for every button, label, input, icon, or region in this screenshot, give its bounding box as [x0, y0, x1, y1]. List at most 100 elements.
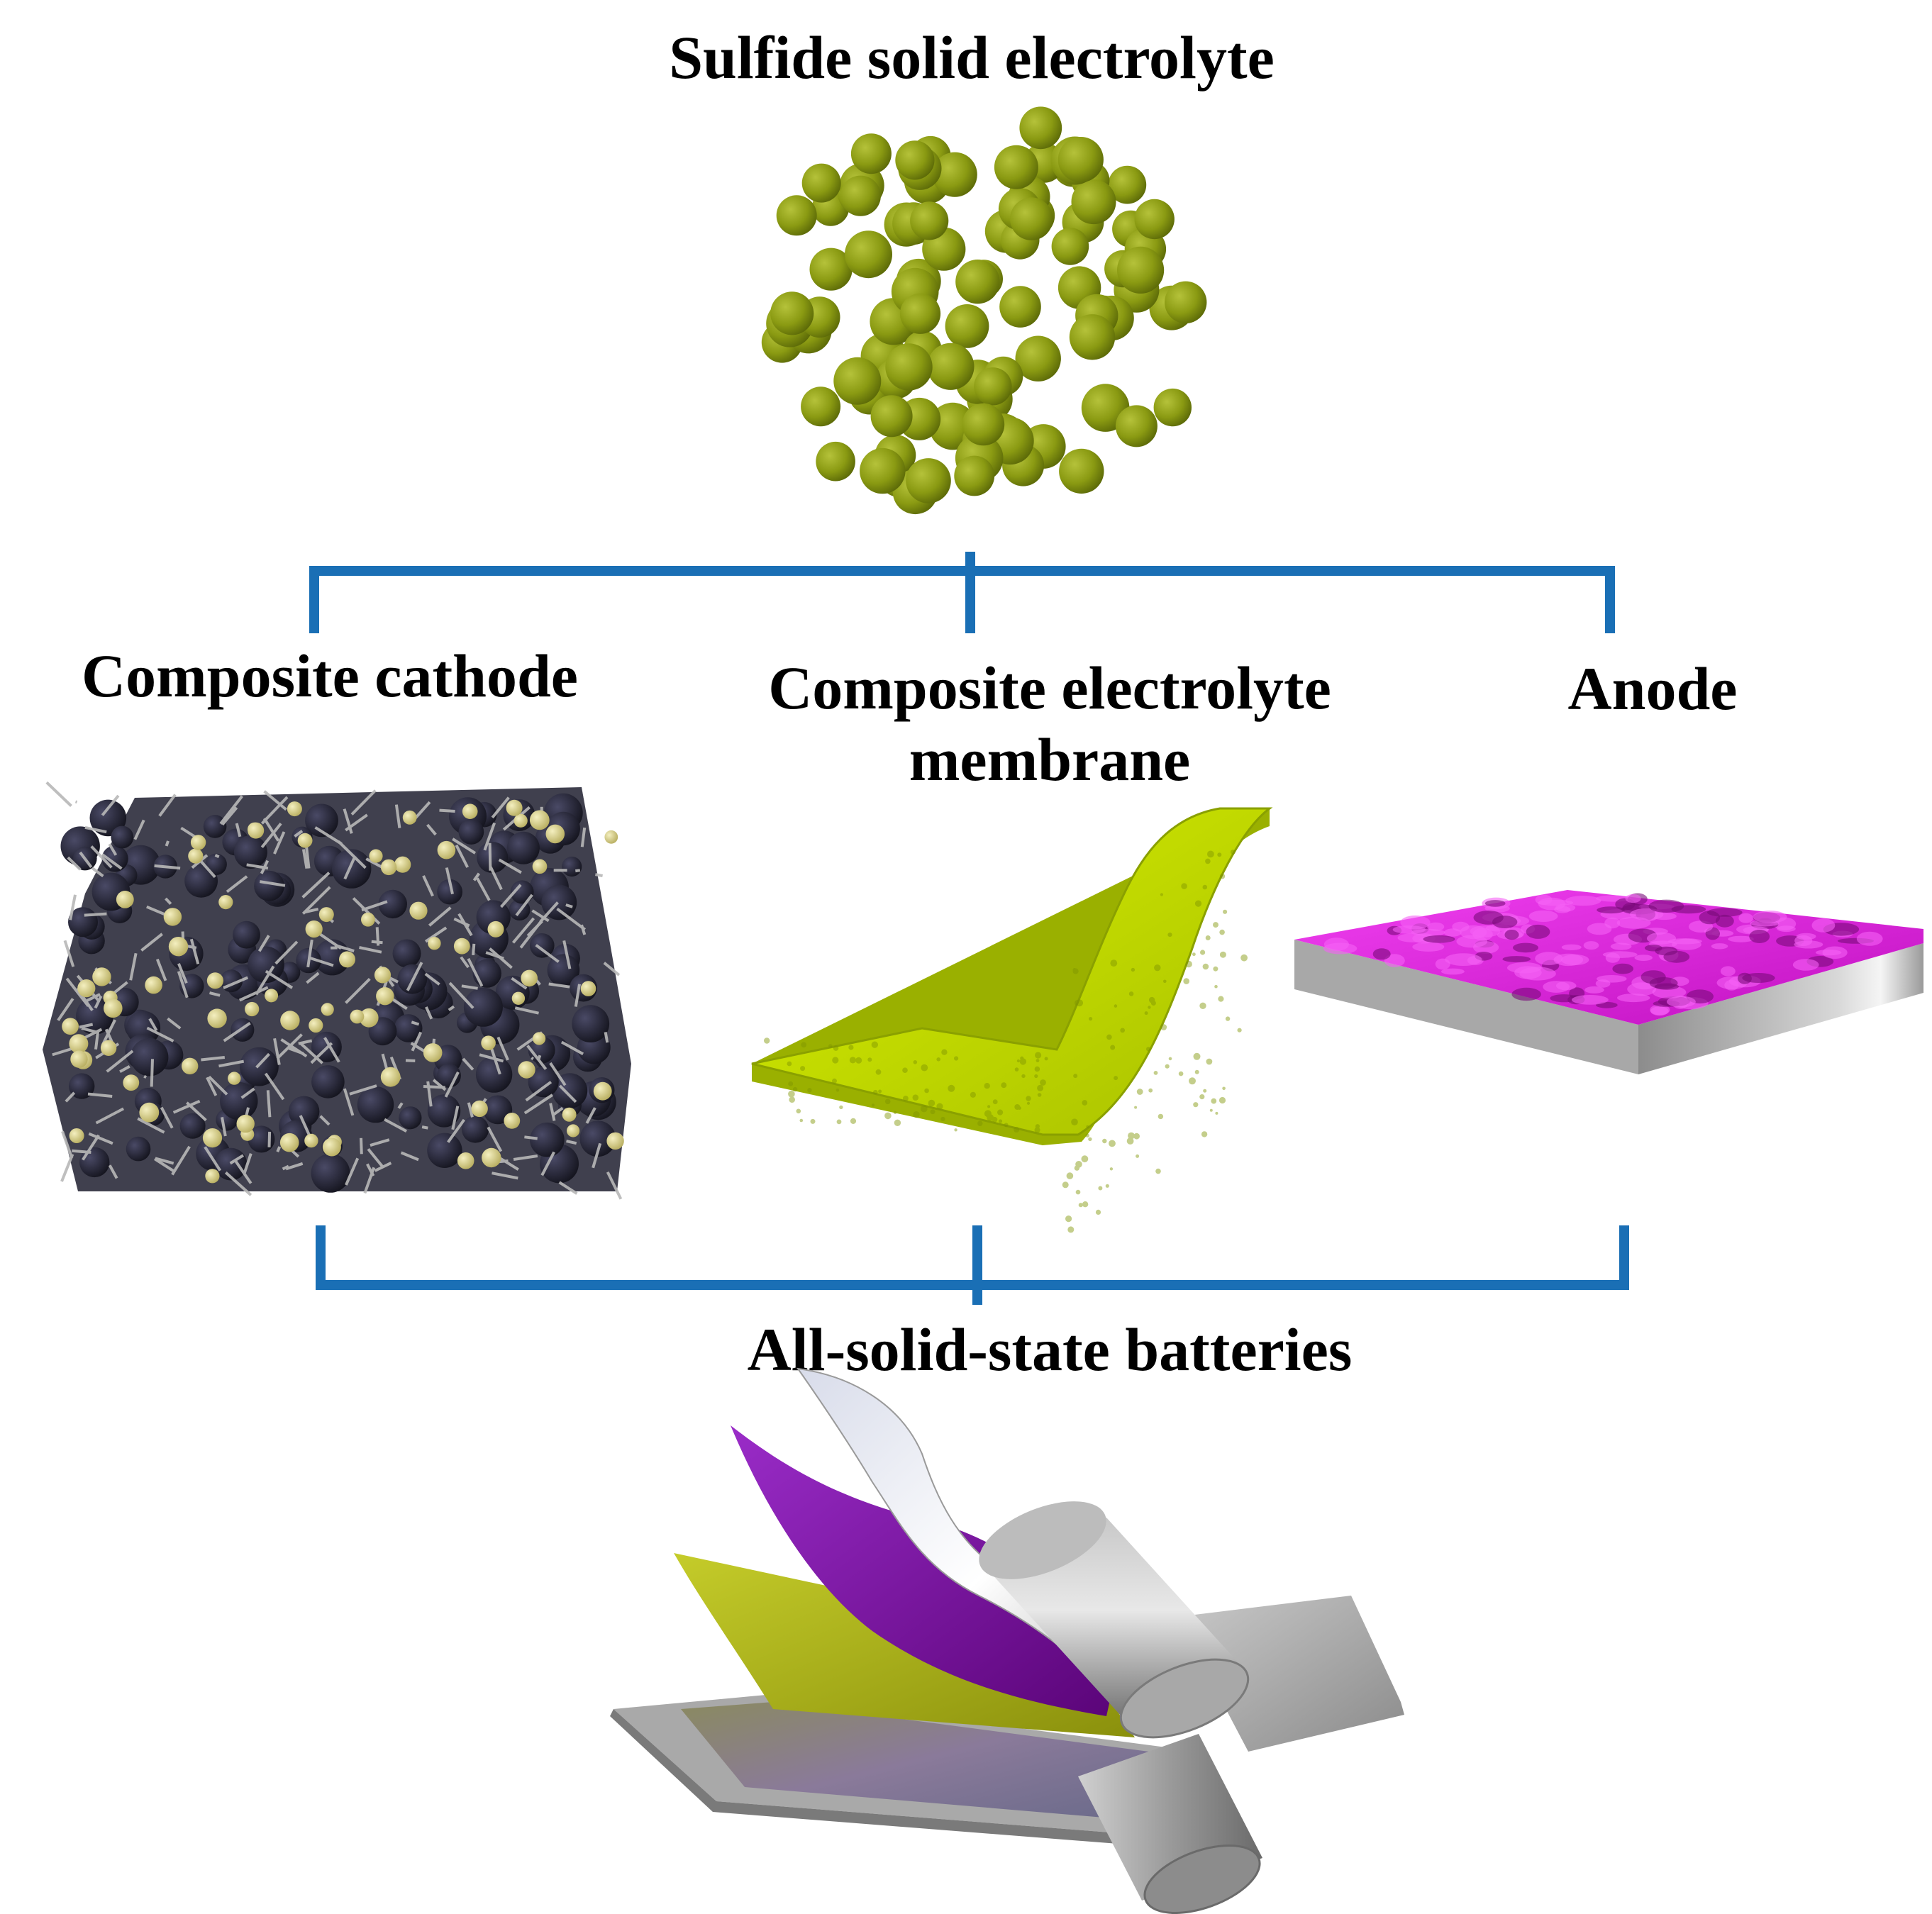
electrolyte-particle: [954, 455, 995, 496]
binder-strand: [94, 1031, 99, 1050]
membrane-texture-dot: [839, 1105, 843, 1110]
binder-strand: [155, 1157, 174, 1165]
membrane-texture-dot: [977, 1120, 983, 1127]
cathode-electrolyte-particle: [280, 1011, 300, 1030]
binder-strand: [265, 969, 294, 989]
binder-strand: [426, 823, 437, 836]
membrane-texture-dot: [1148, 996, 1155, 1003]
binder-strand: [208, 1075, 228, 1096]
binder-strand: [219, 795, 243, 825]
binder-strand: [489, 1045, 501, 1075]
membrane-texture-dot: [1150, 1001, 1156, 1006]
anode-surface-bump: [1392, 925, 1426, 934]
membrane-texture-dot: [788, 1081, 794, 1086]
binder-strand: [65, 977, 90, 1008]
binder-strand: [397, 1102, 404, 1109]
binder-strand: [367, 1147, 385, 1169]
binder-strand: [133, 819, 145, 840]
membrane-texture-dot: [1098, 1186, 1103, 1191]
membrane-texture-dot: [810, 1118, 816, 1124]
electrolyte-particle: [962, 403, 1005, 446]
membrane-texture-dot: [1114, 1004, 1118, 1008]
membrane-texture-dot: [1035, 1124, 1040, 1129]
binder-strand: [108, 843, 118, 856]
binder-strand: [472, 872, 481, 881]
binder-strand: [461, 984, 478, 990]
membrane-texture-dot: [1026, 1101, 1031, 1105]
cathode-electrolyte-particle: [521, 969, 538, 987]
membrane-texture-dot: [835, 1089, 840, 1092]
anode-surface-bump: [1519, 967, 1556, 981]
cathode-electrolyte-particle: [182, 1057, 199, 1075]
top-bracket: [309, 552, 1615, 633]
binder-strand: [224, 1171, 252, 1196]
binder-strand: [426, 1081, 433, 1107]
binder-strand: [306, 939, 313, 968]
binder-strand: [343, 1088, 355, 1116]
membrane-texture-dot: [1144, 1011, 1148, 1016]
binder-strand: [432, 1079, 447, 1091]
binder-strand: [84, 825, 107, 834]
binder-strand: [301, 872, 331, 898]
anode-surface-bump: [1640, 970, 1666, 984]
cathode-electrolyte-particle: [606, 1132, 624, 1150]
membrane-texture-dot: [936, 1057, 940, 1062]
binder-strand: [562, 940, 572, 969]
binder-strand: [273, 1037, 281, 1065]
membrane-texture-dot: [954, 1128, 957, 1132]
cathode-active-particle: [305, 803, 338, 838]
cathode-electrolyte-particle: [207, 1008, 227, 1028]
binder-strand: [487, 1126, 503, 1152]
membrane-texture-dot: [1202, 884, 1208, 890]
cathode-electrolyte-particle: [287, 801, 302, 817]
membrane-texture-dot: [1066, 1172, 1074, 1179]
binder-strand: [489, 947, 513, 969]
electrolyte-particle: [1165, 281, 1207, 323]
binder-strand: [172, 1099, 201, 1114]
binder-strand: [165, 840, 170, 847]
binder-strand: [556, 907, 586, 931]
membrane-texture-dot: [787, 1061, 792, 1067]
binder-strand: [146, 1026, 174, 1042]
binder-strand: [221, 806, 238, 826]
cathode-electrolyte-particle: [236, 1114, 255, 1133]
binder-strand: [304, 845, 311, 869]
binder-strand: [57, 998, 74, 1022]
anode-surface-bump: [1535, 894, 1553, 906]
membrane-texture-dot: [1135, 1133, 1139, 1137]
anode-surface-bump: [1423, 935, 1455, 943]
membrane-texture-dot: [1225, 1016, 1231, 1021]
cathode-active-particle: [248, 946, 284, 984]
membrane-texture-dot: [954, 1056, 959, 1061]
cathode-active-particle: [233, 920, 260, 949]
binder-strand: [476, 877, 491, 901]
membrane-texture-dot: [1160, 1024, 1167, 1030]
membrane-texture-dot: [1168, 1057, 1172, 1061]
anode-surface-texture: [1323, 893, 1883, 1016]
binder-strand: [451, 1106, 460, 1130]
membrane-texture-dot: [903, 1096, 909, 1101]
binder-strand: [467, 957, 484, 987]
binder-strand: [119, 1065, 131, 1073]
anode-surface-bump: [1513, 942, 1538, 953]
binder-strand: [539, 901, 559, 923]
purple-anode-sheet: [731, 1425, 1121, 1716]
anode-surface-bump: [1561, 944, 1582, 951]
electrolyte-particle: [895, 140, 935, 180]
anode-surface-bump: [1811, 918, 1836, 933]
binder-strand: [566, 1140, 577, 1145]
membrane-texture-dot: [1199, 1002, 1206, 1010]
membrane-texture-dot: [849, 1057, 856, 1064]
membrane-texture-dot: [912, 1094, 919, 1101]
membrane-texture-dot: [1044, 1057, 1048, 1061]
binder-strand: [143, 1074, 148, 1079]
binder-strand: [274, 940, 299, 965]
membrane-texture-dot: [1018, 1106, 1021, 1110]
electrolyte-particle: [845, 230, 892, 279]
membrane-texture-dot: [1067, 1226, 1075, 1233]
cathode-active-particle: [205, 853, 227, 876]
cathode-electrolyte-particle: [304, 1133, 318, 1148]
binder-strand: [201, 1056, 226, 1062]
membrane-texture-dot: [936, 1103, 943, 1110]
binder-strand: [154, 864, 181, 870]
